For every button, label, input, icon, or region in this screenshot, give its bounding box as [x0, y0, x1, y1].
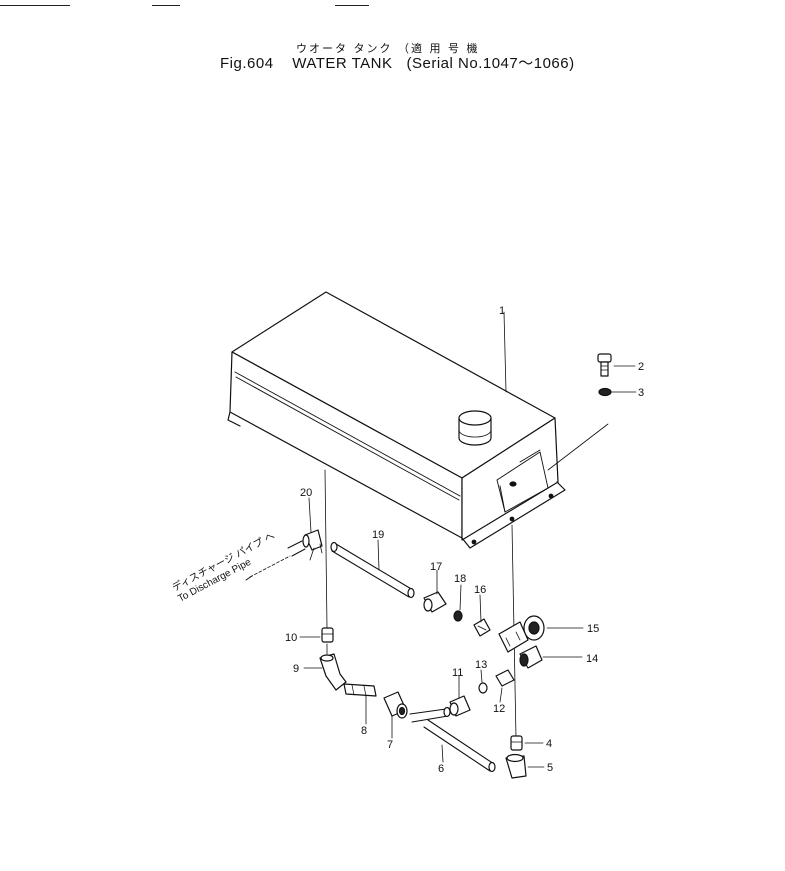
washer-part-18 — [453, 584, 463, 622]
water-tank — [227, 291, 566, 549]
elbow-part-9 — [303, 653, 347, 691]
nipple-part-10 — [299, 627, 334, 655]
tank-bolt-hole-3 — [548, 493, 554, 499]
washer-part-3 — [598, 387, 637, 397]
callout-7: 7 — [387, 739, 393, 751]
leader-1 — [503, 311, 507, 393]
elbow-part-14 — [519, 645, 583, 669]
tank-recess-inner — [499, 449, 541, 513]
tank-down-left — [324, 469, 328, 629]
tank-bolt-hole-1 — [471, 539, 477, 545]
callout-6: 6 — [438, 763, 444, 775]
leader-3-tank — [547, 423, 609, 471]
washer-part-13 — [478, 669, 488, 694]
callout-8: 8 — [361, 725, 367, 737]
nipple-part-12 — [495, 669, 515, 703]
callout-3: 3 — [638, 387, 644, 399]
destination-japanese: ディスチャージ パイプ へ — [170, 529, 277, 594]
figure-title: Fig.604 WATER TANK (Serial No.1047～1066) — [220, 52, 575, 73]
pipe-part-19 — [330, 539, 415, 599]
callout-12: 12 — [493, 703, 505, 715]
fitting-part-17 — [423, 569, 447, 613]
callout-2: 2 — [638, 361, 644, 373]
callout-14: 14 — [586, 653, 598, 665]
callout-1: 1 — [499, 305, 505, 317]
nipple-part-4 — [510, 735, 544, 751]
tank-edge-line — [234, 371, 461, 497]
tank-recess — [496, 451, 549, 513]
tank-edge-line-2 — [235, 376, 460, 501]
header-rule-2 — [152, 5, 180, 6]
callout-19: 19 — [372, 529, 384, 541]
tank-bracket-left — [227, 411, 241, 427]
tee-pipe-part-6 — [409, 706, 496, 773]
elbow-part-5 — [505, 753, 545, 779]
callout-4: 4 — [546, 738, 552, 750]
fitting-part-7 — [383, 691, 408, 739]
callout-9: 9 — [293, 663, 299, 675]
callout-15: 15 — [587, 623, 599, 635]
title-japanese: ウオータ タンク （適 用 号 機 — [296, 42, 480, 55]
callout-17: 17 — [430, 561, 442, 573]
elbow-part-20 — [302, 497, 323, 561]
tank-end-face — [461, 417, 559, 541]
nipple-part-16 — [473, 594, 491, 637]
callout-10: 10 — [285, 632, 297, 644]
fitting-part-11 — [449, 675, 471, 717]
valve-part-15 — [498, 615, 584, 653]
tank-bolt-hole-2 — [509, 516, 515, 522]
filler-cap — [458, 410, 492, 446]
header-rule-3 — [335, 5, 369, 6]
callout-5: 5 — [547, 762, 553, 774]
tank-bracket — [461, 481, 566, 549]
callout-13: 13 — [475, 659, 487, 671]
callout-20: 20 — [300, 487, 312, 499]
callout-16: 16 — [474, 584, 486, 596]
callout-18: 18 — [454, 573, 466, 585]
figure-number: Fig.604 — [220, 55, 274, 72]
bolt-part-2 — [597, 353, 636, 377]
callout-11: 11 — [452, 667, 463, 679]
figure-serial: (Serial No.1047～1066) — [406, 55, 575, 72]
discharge-pipe-stub — [245, 540, 306, 581]
figure-name: WATER TANK — [292, 55, 393, 72]
tank-drain-hole — [509, 481, 517, 487]
nipple-part-8 — [343, 683, 377, 725]
destination-label: ディスチャージ パイプ へ To Discharge Pipe — [170, 529, 277, 605]
header-rule-1 — [0, 5, 70, 6]
